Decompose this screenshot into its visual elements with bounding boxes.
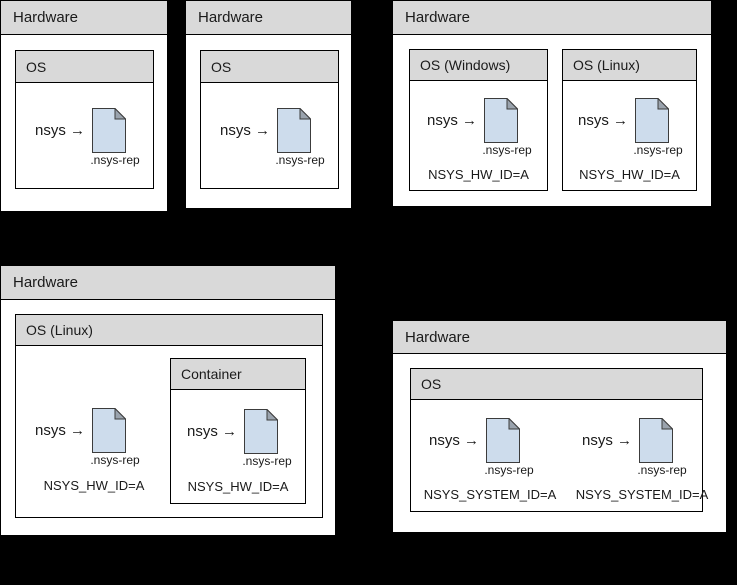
os-linux-title: OS (Linux) [573,57,640,73]
os-linux-box: OS (Linux) nsys → .nsys-rep NSYS_HW_ID=A… [15,314,323,518]
document-wrap: .nsys-rep [90,408,140,466]
nsys-label: nsys → [187,423,238,440]
document-icon [92,408,127,453]
os-linux-body: nsys → .nsys-rep NSYS_HW_ID=A Container … [16,346,322,517]
document-caption: .nsys-rep [484,463,534,477]
os-header: OS [16,51,153,83]
os-box: OS nsys → .nsys-rep [15,50,154,189]
hardware-header: Hardware [393,321,726,354]
document-wrap: .nsys-rep [275,108,325,166]
document-icon [244,409,279,454]
document-wrap: .nsys-rep [482,98,532,156]
document-caption: .nsys-rep [633,143,683,157]
env-var-system-id: NSYS_SYSTEM_ID=A [575,487,709,502]
document-icon [639,418,674,463]
nsys-report-unit: nsys → .nsys-rep [220,108,325,166]
env-var-hw-id: NSYS_HW_ID=A [187,479,289,494]
document-icon [277,108,312,153]
hardware-title: Hardware [13,9,79,26]
document-wrap: .nsys-rep [633,98,683,156]
nsys-report-unit: nsys → .nsys-rep [35,108,140,166]
nsys-report-unit: nsys → .nsys-rep [582,418,687,476]
os-title: OS [26,58,47,75]
document-icon [635,98,670,143]
env-var-hw-id: NSYS_HW_ID=A [43,478,145,493]
nsys-label: nsys → [582,432,633,449]
document-wrap: .nsys-rep [484,418,534,476]
hardware-header: Hardware [1,266,335,300]
hardware-panel-2: Hardware OS nsys → .nsys-rep [185,0,352,209]
container-box: Container nsys → .nsys-rep NSYS_HW [170,358,306,504]
hardware-title: Hardware [13,274,79,291]
document-icon [484,98,519,143]
nsys-label: nsys → [35,122,86,139]
os-windows-header: OS (Windows) [410,50,547,81]
os-box: OS nsys → .nsys-rep [200,50,339,189]
nsys-report-unit: nsys → .nsys-rep [429,418,534,476]
document-caption: .nsys-rep [90,453,140,467]
nsys-label: nsys → [35,422,86,439]
hardware-header: Hardware [1,1,167,35]
env-var-hw-id: NSYS_HW_ID=A [428,167,529,182]
os-body: nsys → .nsys-rep NSYS_SYSTEM_ID=A nsys → [411,400,708,511]
nsys-label: nsys → [429,432,480,449]
os-windows-box: OS (Windows) nsys → .nsys-rep NSYS_HW_ID… [409,49,548,191]
os-body: nsys → .nsys-rep [16,83,153,188]
hardware-panel-3: Hardware OS (Windows) nsys → .nsys-rep N… [392,0,712,207]
os-windows-body: nsys → .nsys-rep NSYS_HW_ID=A [410,81,547,190]
document-wrap: .nsys-rep [242,409,292,467]
container-body: nsys → .nsys-rep NSYS_HW_ID=A [171,390,305,503]
hardware-header: Hardware [186,1,351,35]
document-caption: .nsys-rep [90,153,140,167]
nsys-report-unit: nsys → .nsys-rep [35,408,140,466]
document-caption: .nsys-rep [242,454,292,468]
os-title: OS [421,376,442,392]
document-icon [92,108,127,153]
os-windows-title: OS (Windows) [420,57,511,73]
os-title: OS [211,58,232,75]
document-caption: .nsys-rep [637,463,687,477]
container-header: Container [171,359,305,390]
document-wrap: .nsys-rep [637,418,687,476]
nsys-label: nsys → [220,122,271,139]
env-var-system-id: NSYS_SYSTEM_ID=A [423,487,557,502]
os-linux-body: nsys → .nsys-rep NSYS_HW_ID=A [563,81,696,190]
os-body: nsys → .nsys-rep [201,83,338,188]
env-var-hw-id: NSYS_HW_ID=A [579,167,680,182]
os-linux-header: OS (Linux) [16,315,322,346]
document-caption: .nsys-rep [482,143,532,157]
hardware-header: Hardware [393,1,711,35]
hardware-title: Hardware [198,9,264,26]
os-linux-box: OS (Linux) nsys → .nsys-rep NSYS_HW_ID=A [562,49,697,191]
os-box: OS nsys → .nsys-rep NSYS_SYSTEM_ID=A nsy… [410,368,708,512]
document-caption: .nsys-rep [275,153,325,167]
os-linux-header: OS (Linux) [563,50,696,81]
nsys-report-unit: nsys → .nsys-rep [427,98,532,156]
os-header: OS [201,51,338,83]
nsys-label: nsys → [427,112,478,129]
hardware-title: Hardware [405,9,471,26]
nsys-report-unit: nsys → .nsys-rep [578,98,683,156]
hardware-panel-5: Hardware OS nsys → .nsys-rep NSYS_SYSTEM… [392,320,727,533]
document-wrap: .nsys-rep [90,108,140,166]
hardware-panel-1: Hardware OS nsys → .nsys-rep [0,0,168,212]
document-icon [486,418,521,463]
nsys-report-unit: nsys → .nsys-rep [187,409,292,467]
hardware-title: Hardware [405,328,471,346]
nsys-label: nsys → [578,112,629,129]
container-title: Container [181,366,242,382]
hardware-panel-4: Hardware OS (Linux) nsys → .nsys-rep NSY… [0,265,336,536]
os-linux-title: OS (Linux) [26,322,93,338]
os-header: OS [411,369,702,400]
